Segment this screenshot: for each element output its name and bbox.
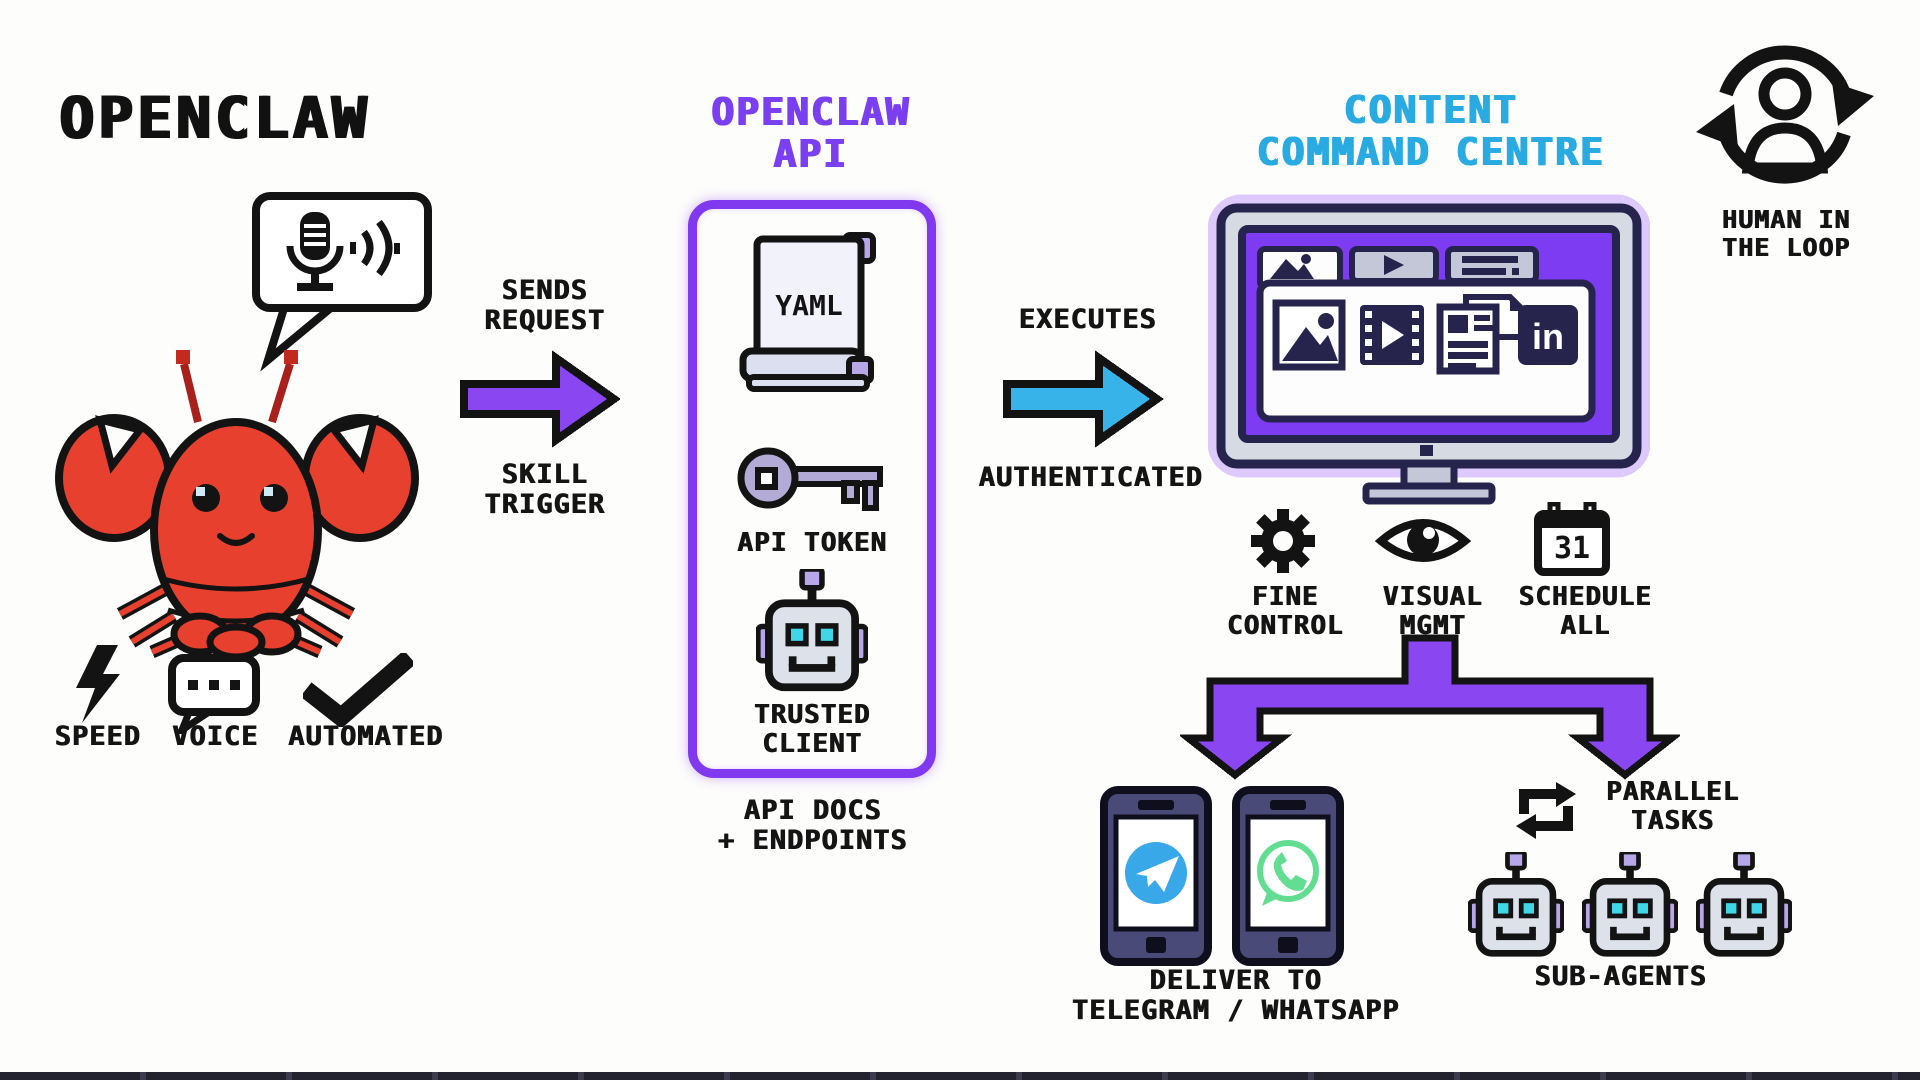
delivery-label: DELIVER TO TELEGRAM / WHATSAPP [1071, 965, 1400, 1026]
video-tab-icon [1349, 246, 1439, 284]
branch-connector [1180, 633, 1680, 783]
sub-agent-robot-3 [1696, 852, 1792, 960]
trusted-client-label: TRUSTED CLIENT [753, 700, 871, 759]
schedule-all-label: SCHEDULE ALL [1518, 582, 1652, 641]
calendar-icon: 31 [1534, 502, 1610, 576]
robot-icon [756, 569, 868, 695]
request-flow-top-label: SENDS REQUEST [484, 275, 605, 336]
microphone-icon [286, 212, 344, 291]
yaml-label: YAML [775, 289, 842, 322]
calendar-day: 31 [1554, 531, 1590, 566]
lobster-claws [55, 414, 419, 542]
document-icon [1436, 294, 1527, 375]
linkedin-icon: in [1518, 305, 1578, 365]
api-token-label: API TOKEN [737, 528, 887, 558]
command-centre-monitor: in [1208, 193, 1650, 508]
scroll-icon: YAML [737, 231, 887, 401]
sub-agents-label: SUB-AGENTS [1534, 961, 1707, 992]
linkedin-label: in [1532, 316, 1564, 357]
api-box: YAML API TOKEN TRUSTED CLIENT [688, 200, 936, 778]
lobster-legs [116, 582, 356, 658]
lobster-body [150, 418, 322, 642]
api-footer-label: API DOCS + ENDPOINTS [717, 795, 908, 856]
command-centre-title: CONTENT COMMAND CENTRE [1255, 88, 1605, 174]
sub-agent-robot-2 [1582, 852, 1678, 960]
lobster-tail [170, 612, 302, 658]
parallel-tasks-label: PARALLEL TASKS [1605, 777, 1740, 836]
text-tab-icon [1445, 246, 1539, 284]
sound-waves-icon [350, 219, 400, 277]
eye-icon [1375, 513, 1471, 569]
execute-flow-bottom-label: AUTHENTICATED [978, 462, 1203, 493]
lobster-antennae [176, 350, 298, 424]
whatsapp-phone [1232, 786, 1344, 966]
page-title: OPENCLAW [58, 84, 370, 152]
sub-agent-robot-1 [1468, 852, 1564, 960]
whatsapp-icon [1257, 840, 1319, 906]
telegram-icon [1125, 842, 1187, 904]
human-in-loop-icon [1690, 30, 1880, 200]
human-in-loop-label: HUMAN IN THE LOOP [1721, 205, 1851, 262]
feature-label-voice: VOICE [171, 721, 259, 752]
request-flow-bottom-label: SKILL TRIGGER [484, 459, 605, 520]
bottom-border-strip [0, 1072, 1920, 1080]
chat-bubble-icon [166, 652, 264, 734]
photo-icon [1272, 299, 1346, 371]
feature-label-speed: SPEED [54, 721, 141, 752]
lightning-icon [70, 645, 122, 725]
lobster-mascot [48, 190, 443, 658]
key-icon [736, 441, 888, 517]
api-title: OPENCLAW API [710, 90, 910, 176]
film-icon [1360, 305, 1424, 365]
feature-label-automated: AUTOMATED [287, 721, 444, 752]
lobster-face [192, 484, 288, 546]
monitor-base [1362, 482, 1496, 505]
visual-mgmt-label: VISUAL MGMT [1382, 582, 1483, 641]
checkmark-icon [303, 653, 413, 727]
purple-arrow-icon [460, 346, 620, 452]
fine-control-label: FINE CONTROL [1226, 582, 1344, 641]
telegram-phone [1100, 786, 1212, 966]
blue-arrow-icon [1002, 346, 1164, 452]
execute-flow-top-label: EXECUTES [1018, 304, 1157, 335]
loop-icon [1512, 776, 1580, 844]
gear-icon [1250, 505, 1316, 575]
